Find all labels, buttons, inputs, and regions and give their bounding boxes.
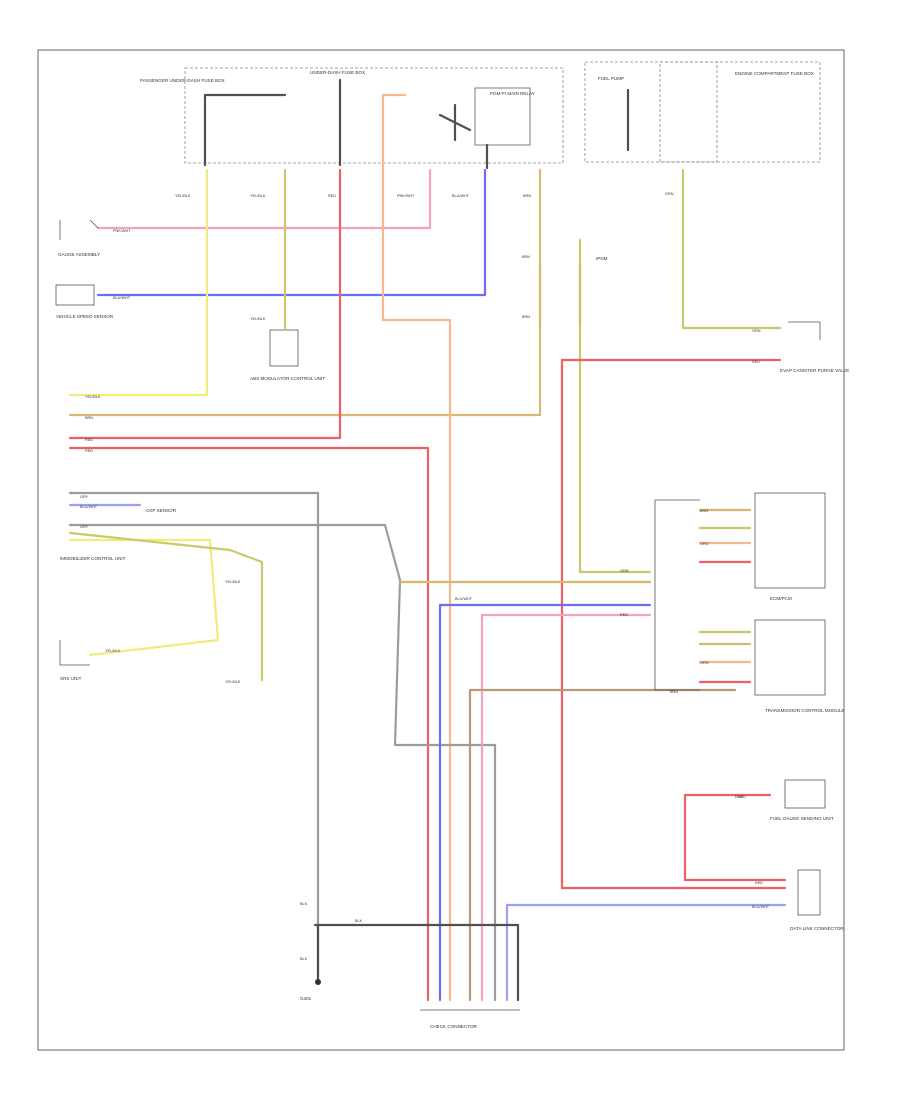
- wire-olive-right: [681, 168, 782, 330]
- relay-contact: [438, 103, 489, 170]
- wire-label-12: RED: [85, 449, 93, 453]
- wire-label-4: PNK/WHT: [397, 194, 415, 198]
- wire-label-8: BLU/WHT: [113, 296, 131, 300]
- wire-red-2: [68, 446, 430, 1002]
- label-ckp: CKP SENSOR: [146, 508, 177, 513]
- wire-label-36: ORG: [700, 542, 709, 546]
- wire-label-18: GRN: [752, 329, 761, 333]
- wire-label-5: BLU/WHT: [452, 194, 470, 198]
- wire-red-1: [68, 168, 342, 440]
- wire-olive-2: [68, 531, 264, 682]
- wire-gray-1: [68, 491, 320, 977]
- label-check-connector: CHECK CONNECTOR: [430, 1024, 478, 1029]
- wire-label-19: RED: [752, 360, 760, 364]
- label-fuel-gauge: FUEL GAUGE SENDING UNIT: [770, 816, 834, 821]
- label-tcm: TRANSMISSION CONTROL MODULE: [765, 708, 844, 713]
- wire-label-17: GRN: [665, 192, 674, 196]
- wire-orange-1: [381, 93, 452, 1002]
- wire-label-10: BRN: [85, 416, 93, 420]
- fuse-box-outline: [184, 67, 564, 164]
- wire-label-30: BRN: [522, 255, 530, 259]
- wire-label-22: RED: [755, 881, 763, 885]
- wire-tan-relay: [538, 263, 582, 327]
- wire-label-21: RED: [735, 795, 743, 799]
- label-ipdm: IPDM: [596, 256, 608, 261]
- wire-blue: [96, 168, 487, 297]
- wire-label-3: RED: [328, 194, 336, 198]
- speed-sensor-box: [55, 284, 95, 306]
- label-evap: EVAP CANISTER PURGE VALVE: [780, 368, 849, 373]
- fuel-unit-connector: [788, 321, 821, 340]
- srs-bracket: [59, 640, 90, 666]
- wire-label-33: BLU/WHT: [80, 505, 98, 509]
- wire-label-35: BRN: [700, 509, 708, 513]
- wire-label-13: YEL/BLK: [250, 317, 266, 321]
- fuse-line-1: [203, 93, 287, 167]
- wire-brown: [468, 688, 737, 1002]
- wire-ground: [313, 923, 520, 1002]
- diagram-frame: [37, 49, 845, 1051]
- wire-blue-bottom: [505, 903, 787, 1002]
- fuel-gauge-box: [784, 779, 826, 809]
- engine-fuse-box: [659, 61, 821, 163]
- wire-label-34: GRY: [80, 525, 89, 529]
- ecm-box-top: [754, 492, 826, 589]
- wire-label-6: BRN: [523, 194, 531, 198]
- dlc-box: [797, 869, 821, 916]
- wire-gray-2: [68, 523, 497, 1002]
- gauge-connector: [59, 219, 99, 240]
- wire-label-15: YEL/BLK: [225, 680, 241, 684]
- wire-label-38: RED: [738, 795, 746, 799]
- label-srs: SRS UNIT: [60, 676, 82, 681]
- wire-label-26: BLK: [300, 957, 308, 961]
- fuel-pump-box: [584, 61, 718, 163]
- wire-label-11: RED: [85, 438, 93, 442]
- label-ground: G401: [300, 996, 312, 1001]
- label-engine-fuse: ENGINE COMPARTMENT FUSE BOX: [735, 71, 814, 76]
- wire-pink-check: [480, 613, 652, 1002]
- ecm-box-bottom: [754, 619, 826, 696]
- wire-label-28: RED: [620, 613, 628, 617]
- wire-tan-1: [68, 168, 542, 417]
- wire-label-24: BLK: [355, 919, 363, 923]
- label-gauge-assembly: GAUGE ASSEMBLY: [58, 252, 100, 257]
- label-ecm: ECM/PCM: [770, 596, 792, 601]
- wire-label-32: GRY: [80, 495, 89, 499]
- ecm-bracket: [654, 499, 700, 691]
- wire-label-20: BLU/WHT: [455, 597, 473, 601]
- wire-label-9: YEL/BLK: [85, 395, 101, 399]
- label-passenger-fuse: PASSENGER UNDER-DASH FUSE BOX: [140, 78, 225, 83]
- wire-label-7: PNK/WHT: [113, 229, 131, 233]
- wire-label-1: YEL/BLK: [175, 194, 191, 198]
- wire-yellow-1: [68, 168, 209, 397]
- wire-label-23: BLU/WHT: [752, 905, 770, 909]
- wire-label-29: BRN: [670, 690, 678, 694]
- label-immobilizer: IMMOBILIZER CONTROL UNIT: [60, 556, 126, 561]
- abs-connector: [269, 329, 299, 367]
- label-pgm-relay: PGM-FI MAIN RELAY: [490, 91, 535, 96]
- wire-label-27: GRN: [620, 569, 629, 573]
- wire-red-right: [560, 358, 787, 890]
- wire-label-16: YEL/BLK: [105, 649, 121, 653]
- wire-label-2: YEL/BLK: [250, 194, 266, 198]
- ground-symbol: [315, 979, 321, 985]
- wire-label-31: BRN: [522, 315, 530, 319]
- wire-label-14: YEL/BLK: [225, 580, 241, 584]
- wire-blue-check: [438, 603, 652, 1002]
- label-fuse-box: UNDER-DASH FUSE BOX: [310, 70, 365, 75]
- label-fuel-pump: FUEL PUMP: [598, 76, 624, 81]
- relay-body: [474, 87, 531, 146]
- label-abs: ABS MODULATOR-CONTROL UNIT: [250, 376, 325, 381]
- wire-label-37: ORG: [700, 661, 709, 665]
- wire-red-fuel: [683, 793, 787, 882]
- wire-label-25: BLK: [300, 902, 308, 906]
- wire-olive-relay: [578, 238, 652, 574]
- label-speed-sensor: VEHICLE SPEED SENSOR: [56, 314, 114, 319]
- label-dlc: DATA LINK CONNECTOR: [790, 926, 844, 931]
- wire-pink-gauge: [96, 168, 432, 230]
